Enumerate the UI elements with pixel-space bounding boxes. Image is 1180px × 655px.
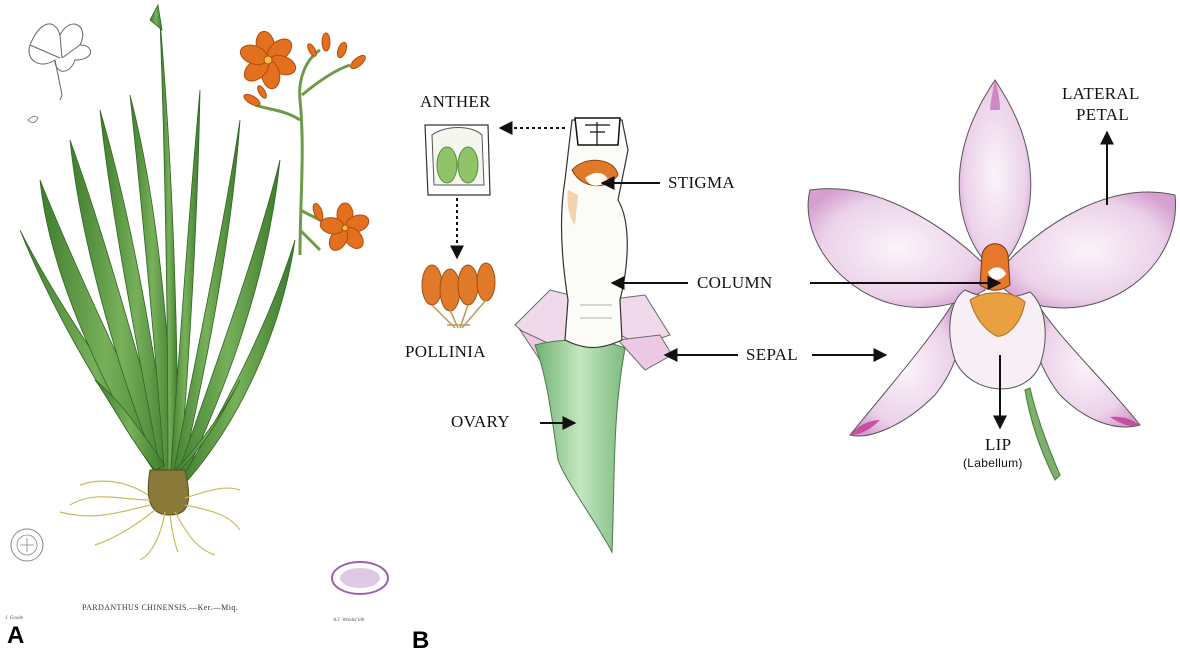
anther-drawing [425,125,490,195]
label-lateral-petal-line1: LATERAL [1062,85,1140,104]
label-labellum: (Labellum) [963,457,1023,470]
stamp-right [332,562,388,594]
pollinia-drawing [422,263,495,328]
label-pollinia: POLLINIA [405,343,486,362]
sketch-petal [28,116,38,122]
panel-label-a: A [7,622,24,650]
label-ovary: OVARY [451,413,510,432]
illustration-caption: PARDANTHUS CHINENSIS.—Ker.—Miq. [82,603,238,612]
label-sepal: SEPAL [746,346,798,365]
sketch-flower [29,24,91,100]
label-anther: ANTHER [420,93,491,112]
label-stigma: STIGMA [668,174,735,193]
illustration-artist-right: A.J. Wendel lith [333,618,364,623]
orchid-flower [808,80,1175,480]
orange-flower-top [238,30,299,90]
plant-illustration [11,5,388,594]
orange-flower-bottom [319,203,371,254]
seal-left [11,529,43,561]
label-lateral-petal-line2: PETAL [1076,106,1129,125]
plant-base [148,470,188,515]
panel-label-b: B [412,627,429,655]
label-column: COLUMN [697,274,772,293]
illustration-artist-left: J. Goode [5,616,23,621]
label-lip: LIP [985,436,1011,455]
